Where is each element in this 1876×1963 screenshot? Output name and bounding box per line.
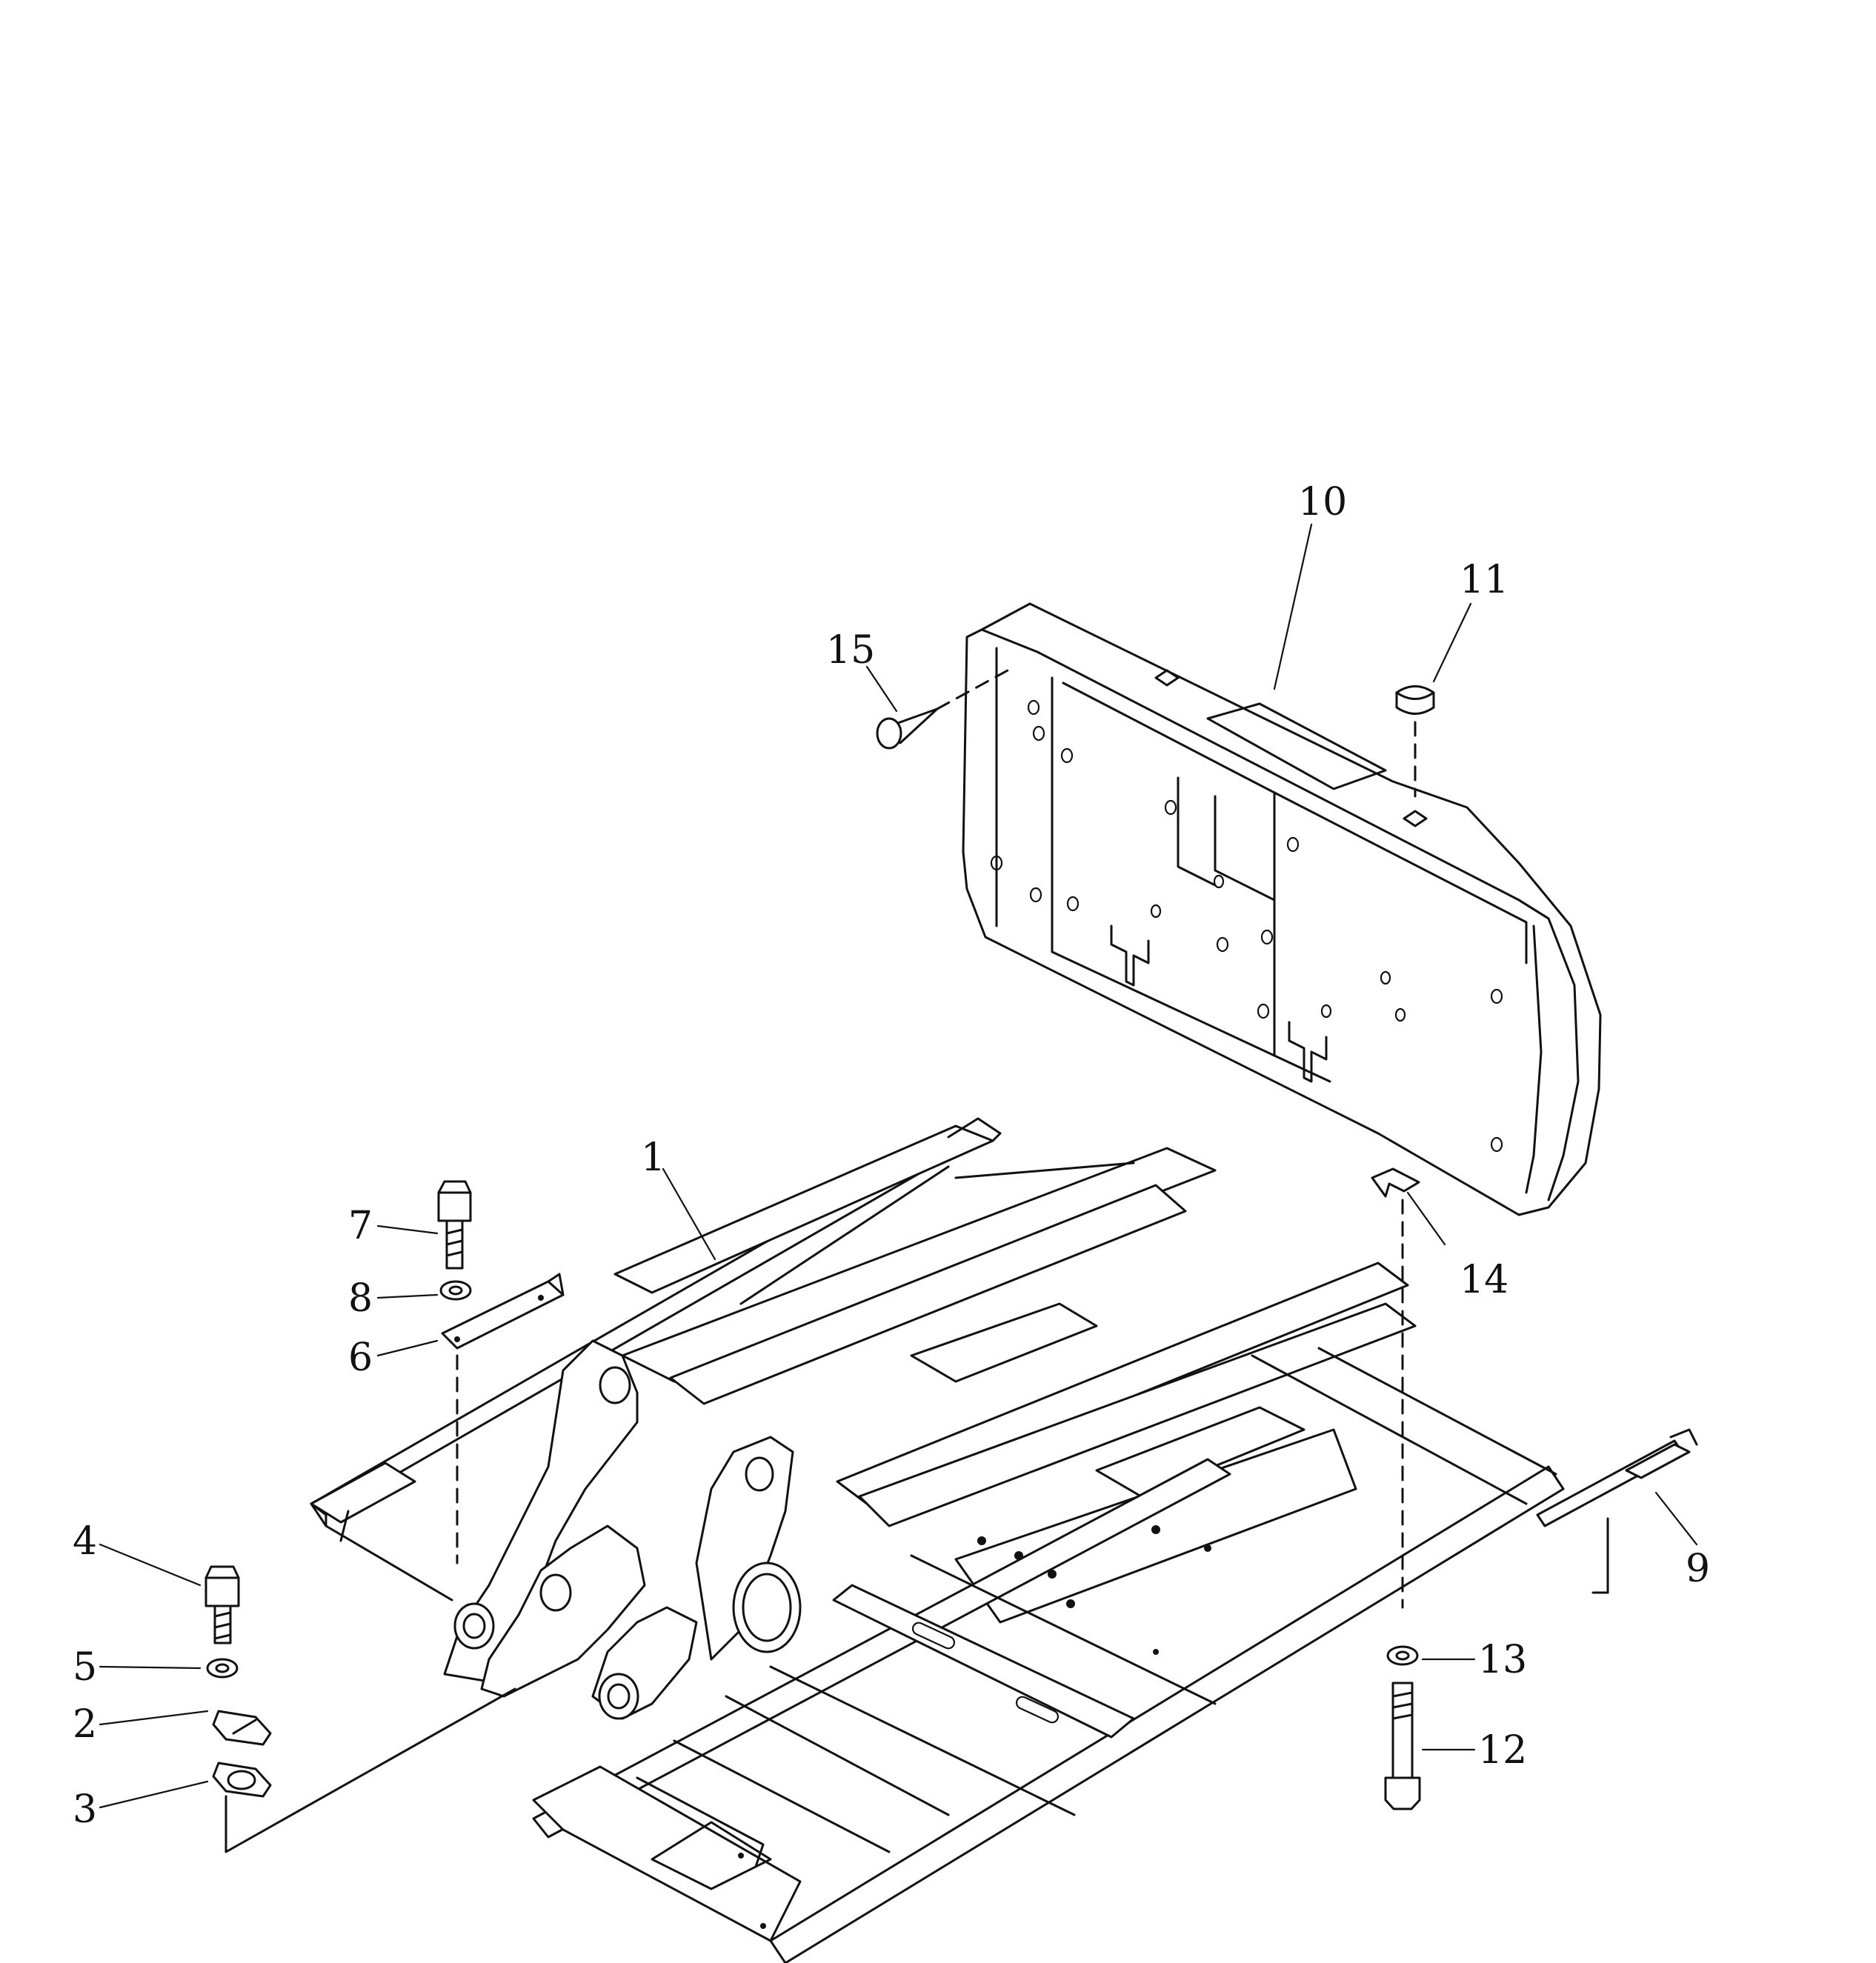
callout-10: 10	[1298, 480, 1347, 524]
callout-15: 15	[826, 628, 875, 673]
counterweight-holes	[990, 699, 1503, 1153]
callout-7: 7	[348, 1204, 373, 1248]
callout-4: 4	[73, 1519, 97, 1564]
callout-13: 13	[1478, 1638, 1527, 1682]
washer-part-5	[206, 1658, 239, 1679]
plate-part-6	[441, 1273, 565, 1564]
boom-foot-bracket	[443, 1339, 802, 1720]
callout-6: 6	[348, 1336, 373, 1380]
washer-part-8	[439, 1280, 472, 1301]
callout-11: 11	[1460, 558, 1509, 602]
bolt-part-12	[1384, 1682, 1421, 1810]
callout-labels: 1 2 3 4 5 6 7 8 9 10 11 12 13 14 15	[73, 480, 1710, 1832]
callout-2: 2	[73, 1702, 97, 1747]
cap-part-11	[1395, 685, 1435, 798]
counterweight-part	[962, 602, 1602, 1216]
bolt-part-4	[204, 1565, 240, 1644]
callout-8: 8	[348, 1276, 373, 1321]
gasket-part-3	[212, 1687, 516, 1853]
callout-1: 1	[641, 1136, 665, 1180]
callout-12: 12	[1478, 1728, 1527, 1773]
callout-3: 3	[73, 1787, 97, 1832]
callout-9: 9	[1686, 1547, 1710, 1591]
cover-part-2	[212, 1710, 272, 1746]
bolt-part-15	[876, 669, 1009, 750]
main-frame-part	[310, 1117, 1565, 1963]
washer-part-13	[1386, 1645, 1419, 1666]
callout-5: 5	[73, 1645, 97, 1690]
leader-lines	[99, 523, 1698, 1809]
bolt-part-7	[437, 1180, 472, 1270]
clip-part-14	[1371, 1167, 1420, 1609]
bar-part-9	[1536, 1428, 1698, 1594]
callout-14: 14	[1460, 1258, 1509, 1302]
